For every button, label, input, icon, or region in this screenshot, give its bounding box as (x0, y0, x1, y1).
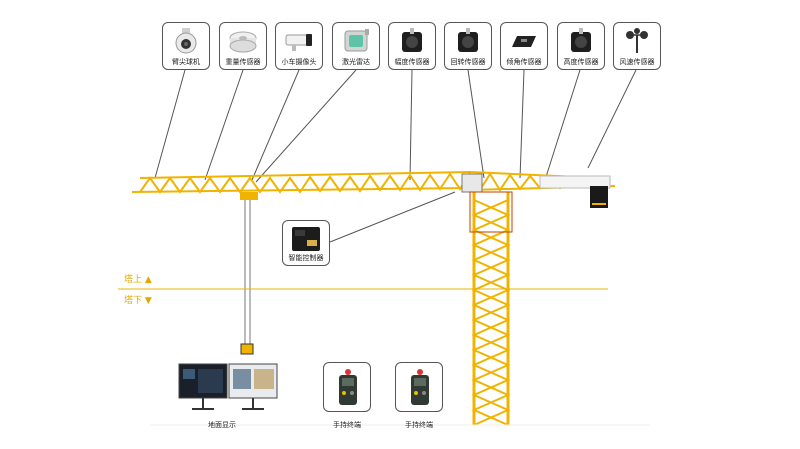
operator-cab (461, 173, 483, 193)
dome-camera-icon (175, 28, 197, 54)
sensor-label: 倾角传感器 (506, 58, 542, 66)
tower-mast (471, 192, 511, 426)
sensor-label: 重量传感器 (225, 58, 261, 66)
counterweight (590, 186, 608, 208)
sensor-label: 激光雷达 (342, 58, 370, 66)
handheld-terminal-2 (395, 362, 443, 412)
tower-below-label: 塔下 ▼ (124, 296, 152, 306)
handheld-terminal-1 (323, 362, 371, 412)
ground-display-label: 地面显示 (208, 421, 236, 429)
sensor-card-load-cell: 重量传感器 (219, 22, 267, 70)
sensor-card-lidar: 激光雷达 (332, 22, 380, 70)
counter-jib-deck (539, 175, 611, 189)
hook-block (240, 343, 254, 355)
sensor-card-rotation: 回转传感器 (444, 22, 492, 70)
inclinometer-icon (512, 36, 536, 47)
sensor-card-height: 高度传感器 (557, 22, 605, 70)
load-cell-icon (229, 31, 257, 53)
anemometer-icon (626, 28, 648, 53)
sensor-card-wind-speed: 风速传感器 (613, 22, 661, 70)
controller-icon (292, 227, 320, 251)
sensor-label: 臂尖球机 (172, 58, 200, 66)
sensor-label: 高度传感器 (563, 58, 599, 66)
encoder-icon (458, 28, 478, 52)
sensor-card-bullet-camera: 小车摄像头 (275, 22, 323, 70)
sensor-card-amplitude: 幅度传感器 (388, 22, 436, 70)
monitor-icon (178, 363, 278, 410)
tower-above-label: 塔上 ▲ (124, 275, 152, 285)
controller-label: 智能控制器 (288, 254, 324, 262)
sensor-label: 幅度传感器 (394, 58, 430, 66)
handheld-label-1: 手持终端 (333, 421, 361, 429)
bullet-camera-icon (285, 34, 312, 51)
leader-lines (154, 69, 637, 243)
sensor-label: 回转传感器 (450, 58, 486, 66)
remote-control-icon (411, 369, 429, 405)
sensor-label: 小车摄像头 (281, 58, 317, 66)
smart-controller-card: 智能控制器 (282, 220, 330, 266)
encoder-icon (402, 28, 422, 52)
sensor-card-inclination: 倾角传感器 (500, 22, 548, 70)
trolley (240, 192, 258, 200)
sensor-card-dome-camera: 臂尖球机 (162, 22, 210, 70)
lidar-icon (344, 29, 369, 52)
encoder-icon (571, 28, 591, 52)
handheld-label-2: 手持终端 (405, 421, 433, 429)
remote-control-icon (339, 369, 357, 405)
sensor-label: 风速传感器 (619, 58, 655, 66)
jib-truss (131, 171, 471, 194)
